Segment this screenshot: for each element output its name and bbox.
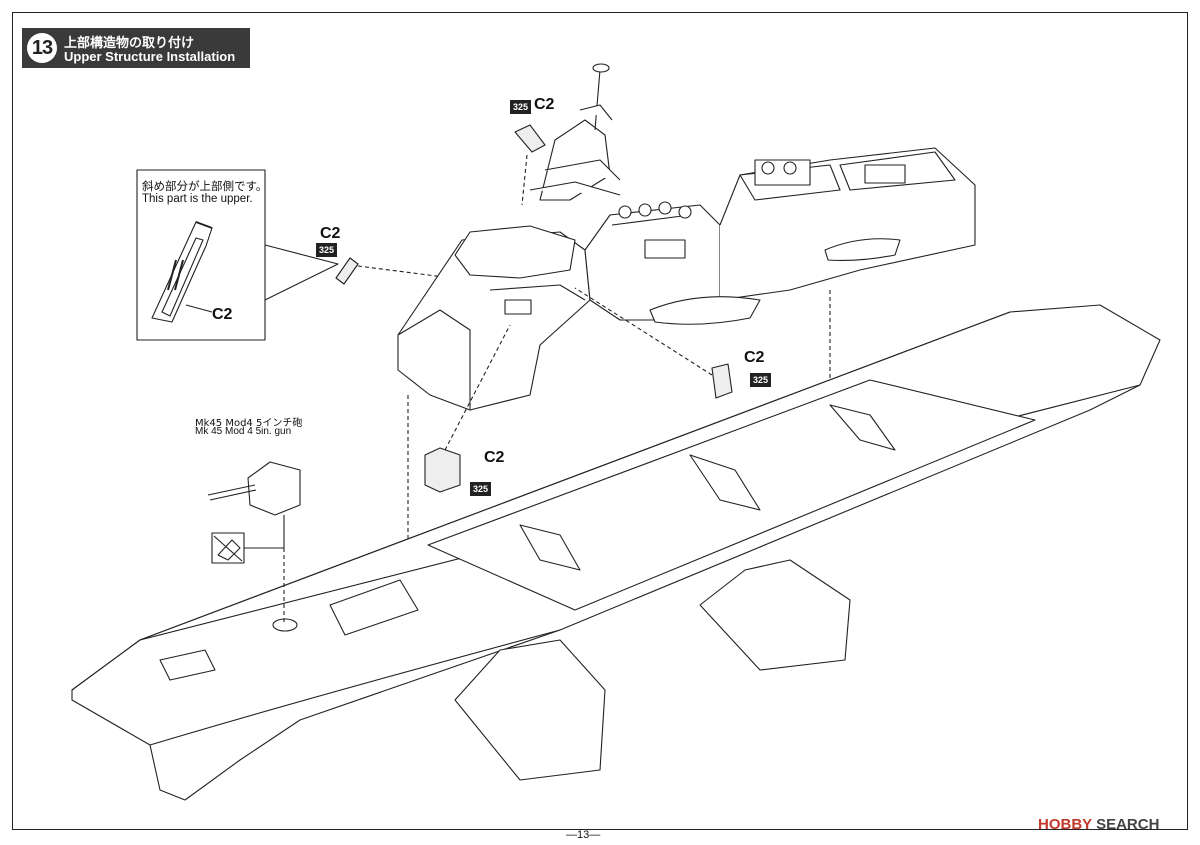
part-label: C2 bbox=[484, 449, 505, 466]
callout-note-en: This part is the upper. bbox=[142, 193, 253, 205]
page-frame bbox=[12, 12, 1188, 830]
part-label: C2 bbox=[534, 96, 555, 113]
paint-code-badge: 325 bbox=[750, 373, 772, 387]
watermark-suffix: SEARCH bbox=[1096, 816, 1160, 833]
watermark-brand: HOBBY bbox=[1038, 816, 1092, 833]
part-c2-left bbox=[335, 257, 445, 285]
watermark: HOBBY SEARCH bbox=[1038, 816, 1159, 833]
superstructure bbox=[397, 63, 976, 475]
step-number-badge: 13 bbox=[27, 33, 57, 63]
mk45-gun bbox=[207, 461, 301, 548]
gun-label-en: Mk 45 Mod 4 5in. gun bbox=[195, 426, 292, 437]
step-header: 13 上部構造物の取り付け Upper Structure Installati… bbox=[22, 28, 250, 68]
part-c2-mid bbox=[407, 287, 733, 560]
callout-part-label: C2 bbox=[212, 306, 233, 323]
gun-label-ja: Mk45 Mod4 5インチ砲 bbox=[195, 418, 303, 429]
paint-code-badge: 325 bbox=[316, 243, 338, 257]
callout-note-ja: 斜め部分が上部側です。 bbox=[142, 179, 268, 193]
no-glue-icon bbox=[211, 532, 284, 564]
hull bbox=[71, 304, 1161, 801]
callout-detail bbox=[136, 169, 339, 341]
part-label: C2 bbox=[744, 349, 765, 366]
step-title-en: Upper Structure Installation bbox=[64, 49, 236, 64]
part-label: C2 bbox=[320, 225, 341, 242]
step-title-ja: 上部構造物の取り付け bbox=[64, 36, 195, 51]
paint-code-badge: 325 bbox=[470, 482, 492, 496]
paint-code-badge: 325 bbox=[510, 100, 532, 114]
page-number: —13— bbox=[566, 829, 601, 841]
